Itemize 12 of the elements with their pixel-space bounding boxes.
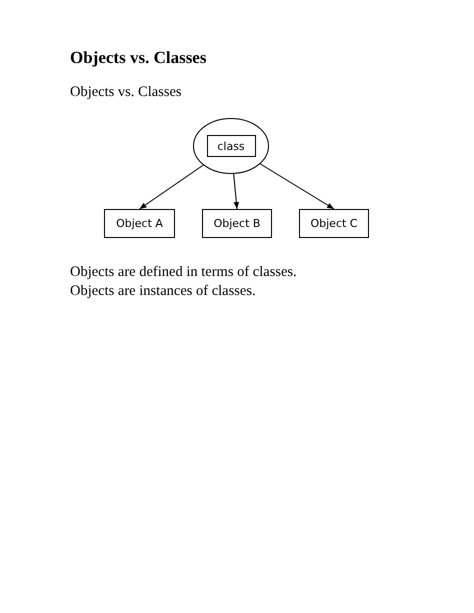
subtitle: Objects vs. Classes bbox=[70, 84, 182, 101]
title: Objects vs. Classes bbox=[70, 48, 206, 68]
arrow bbox=[139, 164, 204, 210]
note-text: Objects are defined in terms of classes. bbox=[70, 264, 297, 281]
note-text: Objects are instances of classes. bbox=[70, 283, 256, 300]
arrow bbox=[260, 163, 334, 210]
object-box: Object C bbox=[299, 209, 369, 238]
ellipse-shape bbox=[193, 118, 269, 174]
object-box: Object A bbox=[104, 209, 175, 238]
object-box: Object B bbox=[202, 209, 272, 238]
class-box: class bbox=[206, 135, 256, 157]
arrow bbox=[233, 173, 240, 210]
